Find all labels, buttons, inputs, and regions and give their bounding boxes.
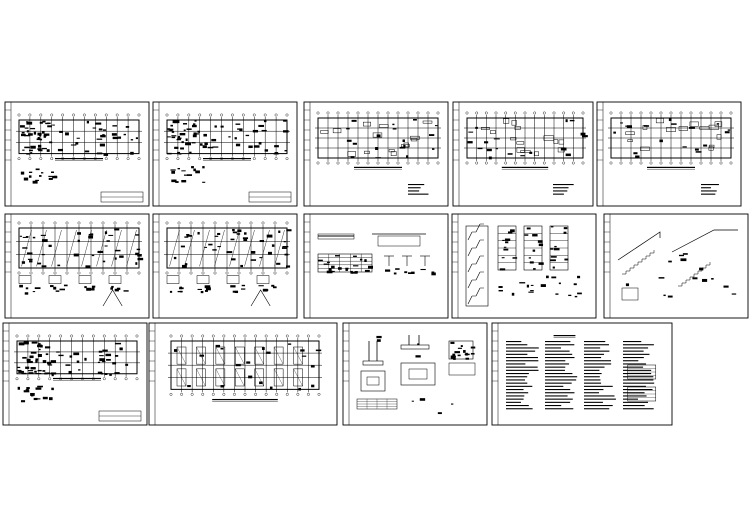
drawing-sheet-foundation-plan[interactable]	[148, 322, 338, 426]
drawing-sheet-footing-details[interactable]	[342, 322, 488, 426]
drawing-sheet-stair-sections[interactable]	[603, 213, 749, 319]
drawing-sheet-floor-plan-framing[interactable]	[4, 101, 150, 207]
drawing-sheet-beam-plan[interactable]	[596, 101, 742, 207]
drawing-sheet-beam-plan[interactable]	[452, 101, 594, 207]
drawing-sheet-beam-plan[interactable]	[303, 101, 449, 207]
drawing-sheet-floor-plan-framing[interactable]	[152, 101, 298, 207]
drawing-sheet-section-details[interactable]	[303, 213, 449, 319]
drawing-sheet-roof-framing[interactable]	[4, 213, 150, 319]
drawing-sheet-floor-plan-framing[interactable]	[2, 322, 148, 426]
drawing-sheet-general-notes[interactable]	[491, 322, 673, 426]
drawing-sheet-roof-framing[interactable]	[152, 213, 298, 319]
drawing-sheet-stair-details[interactable]	[451, 213, 597, 319]
